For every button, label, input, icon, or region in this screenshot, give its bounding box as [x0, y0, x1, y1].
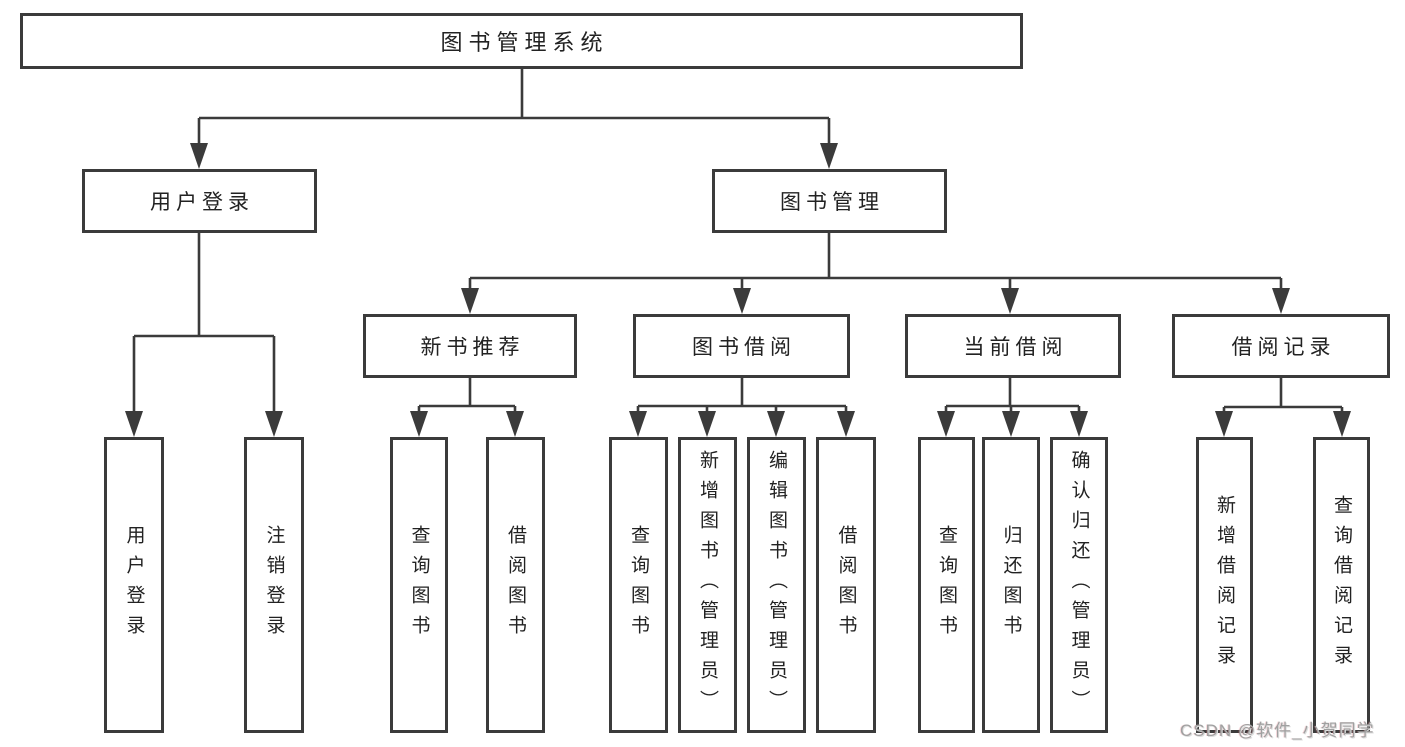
leaf-add-books-admin: 新增图书（管理员）: [678, 437, 737, 733]
node-label: 借阅记录: [1231, 336, 1336, 359]
node-book-borrow: 图书借阅: [633, 314, 850, 378]
leaf-label: 查询图书: [408, 525, 430, 645]
leaf-label: 注销登录: [263, 525, 285, 645]
leaf-query-books-current: 查询图书: [918, 437, 975, 733]
leaf-borrow-books: 借阅图书: [816, 437, 876, 733]
node-book-management: 图书管理: [712, 169, 947, 233]
leaf-label: 查询图书: [936, 525, 957, 645]
csdn-watermark: CSDN @软件_小贺同学: [1180, 721, 1375, 740]
leaf-label: 查询借阅记录: [1331, 495, 1352, 675]
leaf-query-borrow-record: 查询借阅记录: [1313, 437, 1370, 733]
leaf-add-borrow-record: 新增借阅记录: [1196, 437, 1253, 733]
leaf-label: 编辑图书（管理员）: [766, 450, 787, 720]
leaf-return-books: 归还图书: [982, 437, 1040, 733]
leaf-label: 确认归还（管理员）: [1068, 450, 1090, 720]
leaf-label: 用户登录: [123, 525, 145, 645]
node-label: 图书管理: [780, 191, 884, 214]
node-new-book-recommend: 新书推荐: [363, 314, 577, 378]
leaf-label: 新增图书（管理员）: [697, 450, 718, 720]
node-label: 图书管理系统: [440, 30, 609, 55]
leaf-query-books-recommend: 查询图书: [390, 437, 448, 733]
leaf-label: 查询图书: [628, 525, 649, 645]
leaf-label: 新增借阅记录: [1214, 495, 1235, 675]
leaf-user-login: 用户登录: [104, 437, 164, 733]
leaf-query-books-borrow: 查询图书: [609, 437, 668, 733]
node-label: 当前借阅: [963, 336, 1068, 359]
node-label: 用户登录: [150, 191, 254, 214]
leaf-logout: 注销登录: [244, 437, 304, 733]
node-current-borrow: 当前借阅: [905, 314, 1121, 378]
node-label: 新书推荐: [420, 336, 525, 359]
leaf-confirm-return-admin: 确认归还（管理员）: [1050, 437, 1108, 733]
node-user-login: 用户登录: [82, 169, 317, 233]
leaf-borrow-books-recommend: 借阅图书: [486, 437, 545, 733]
leaf-label: 借阅图书: [505, 525, 526, 645]
node-label: 图书借阅: [692, 336, 796, 359]
node-borrow-records: 借阅记录: [1172, 314, 1390, 378]
leaf-label: 归还图书: [1000, 525, 1022, 645]
leaf-label: 借阅图书: [835, 525, 857, 645]
node-root-library-management-system: 图书管理系统: [20, 13, 1023, 69]
leaf-edit-books-admin: 编辑图书（管理员）: [747, 437, 806, 733]
arrowheads: [125, 143, 1351, 437]
